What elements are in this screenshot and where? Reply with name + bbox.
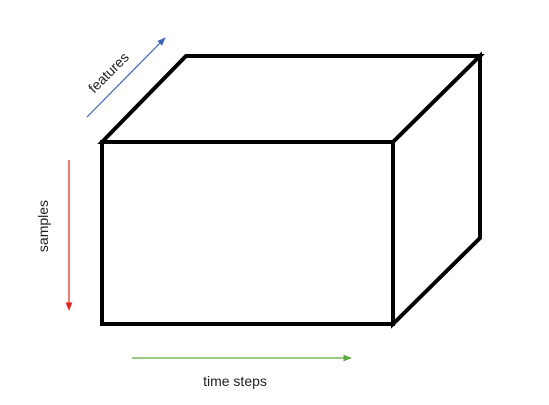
features-label: features bbox=[85, 49, 132, 96]
samples-label: samples bbox=[35, 200, 51, 252]
features-arrow bbox=[86, 37, 166, 118]
time-steps-label: time steps bbox=[203, 373, 267, 389]
cube-front-face bbox=[100, 140, 395, 326]
